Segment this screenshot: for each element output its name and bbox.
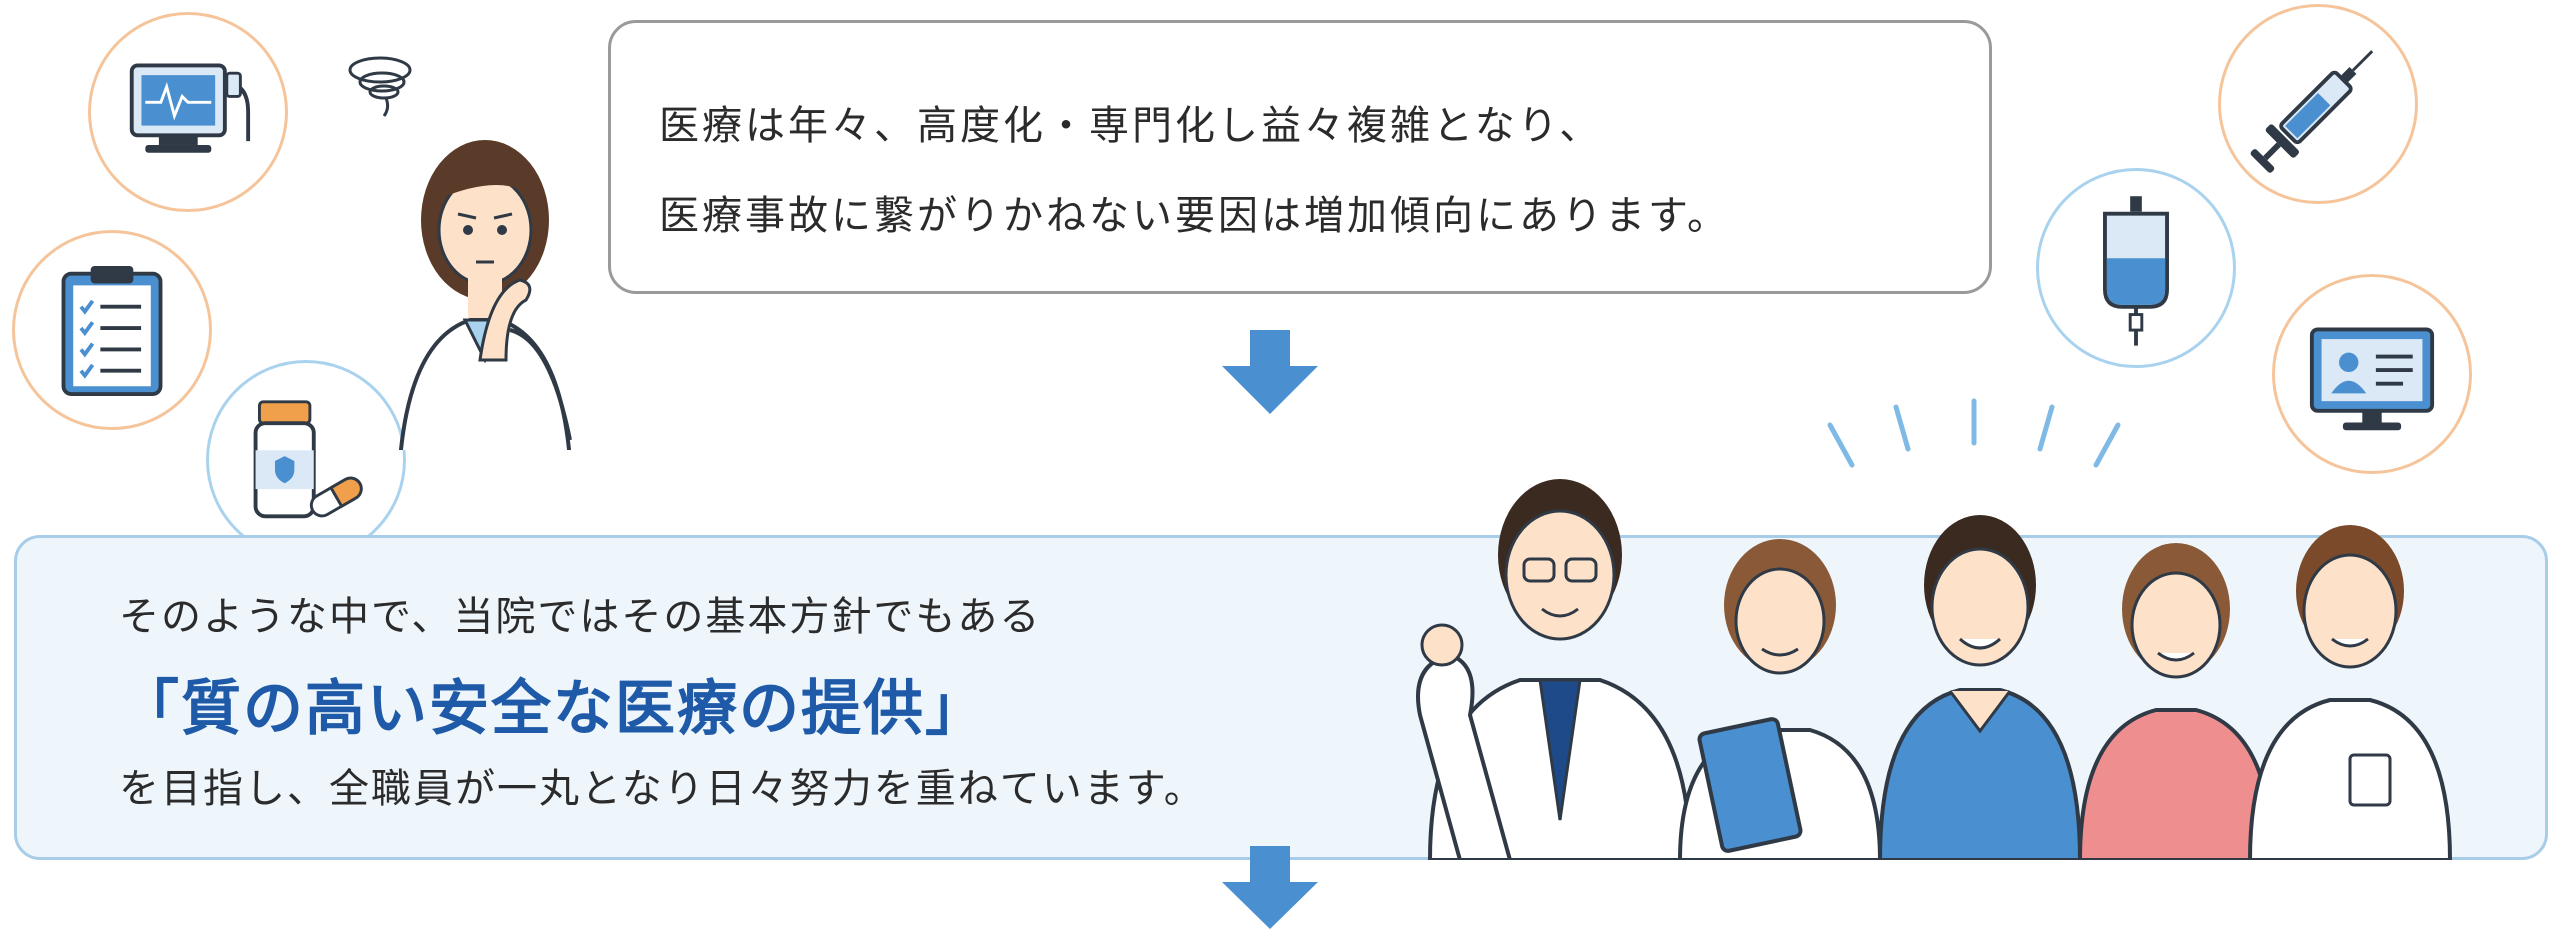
- clipboard-icon: [61, 265, 163, 396]
- male-staff-blue-scrubs: [1877, 515, 2083, 862]
- medicine-circle: [206, 360, 406, 560]
- female-nurse: [1677, 539, 1883, 862]
- worried-doctor-illustration: [330, 30, 620, 462]
- policy-intro-text: そのような中で、当院ではその基本方針でもある: [119, 594, 1042, 640]
- male-doctor: [1416, 479, 1693, 862]
- vital-monitor-circle: [88, 12, 288, 212]
- syringe-circle: [2218, 4, 2418, 204]
- dizzy-swirl-icon: [348, 56, 412, 117]
- monitor-icon: [129, 63, 251, 153]
- down-arrow-icon: [1222, 846, 1318, 929]
- male-staff-white-uniform: [2247, 525, 2453, 862]
- medicine-bottle-icon: [253, 400, 363, 519]
- policy-highlight: 「質の高い安全な医療の提供」: [119, 674, 987, 744]
- down-arrow-icon: [1222, 330, 1318, 414]
- shine-rays-icon: [1827, 398, 2121, 468]
- problem-statement-bubble: 医療は年々、高度化・専門化し益々複雑となり、 医療事故に繋がりかねない要因は増加…: [608, 20, 1992, 294]
- iv-bag-circle: [2036, 168, 2236, 368]
- medical-record-circle: [2272, 274, 2472, 474]
- medical-staff-group-illustration: [1390, 395, 2480, 862]
- policy-closing-text: を目指し、全職員が一丸となり日々努力を重ねています。: [119, 766, 1206, 812]
- iv-bag-icon: [2103, 196, 2169, 346]
- syringe-icon: [2250, 50, 2374, 173]
- checklist-circle: [12, 230, 212, 430]
- female-staff-pink-scrubs: [2077, 543, 2275, 862]
- patient-record-icon: [2309, 327, 2435, 431]
- problem-line-2: 医療事故に繋がりかねない要因は増加傾向にあります。: [659, 193, 1730, 239]
- problem-line-1: 医療は年々、高度化・専門化し益々複雑となり、: [659, 103, 1603, 149]
